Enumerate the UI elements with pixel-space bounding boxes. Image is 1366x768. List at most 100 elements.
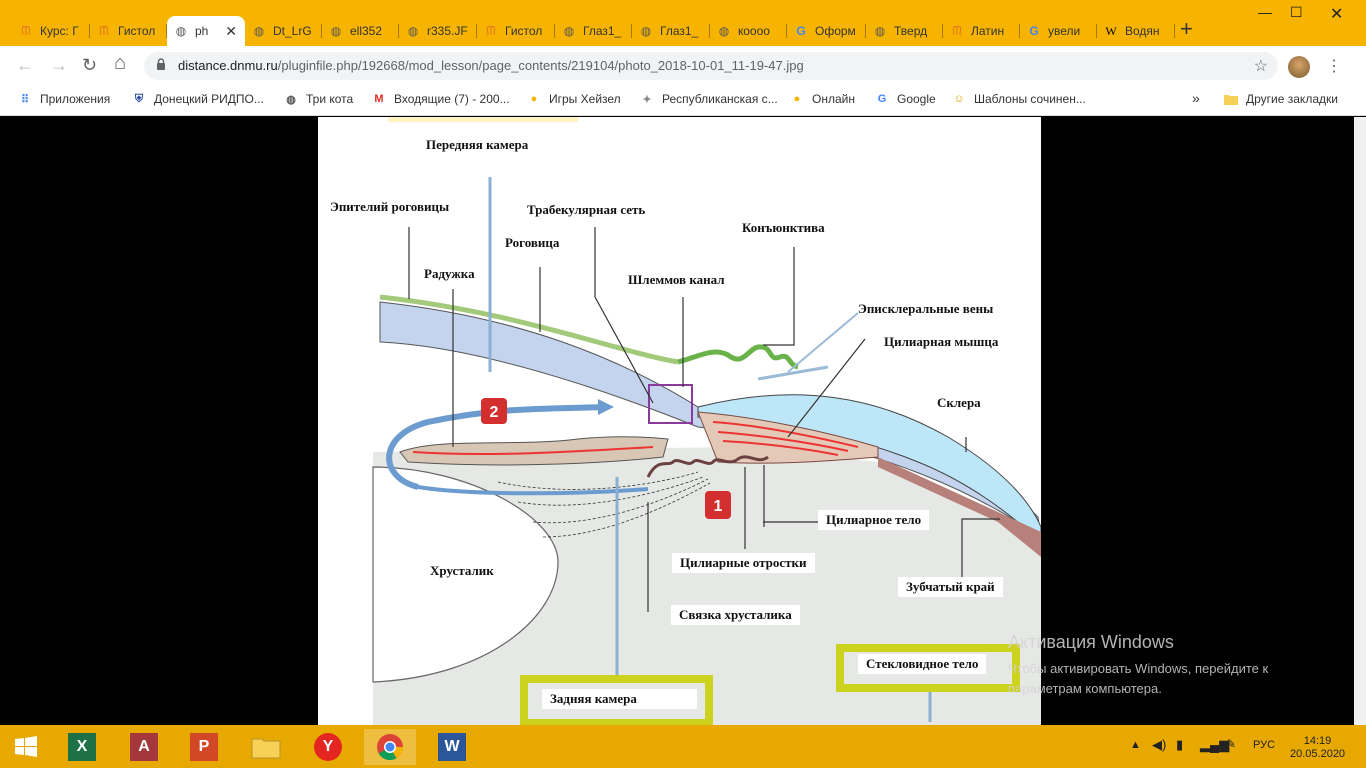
bookmark-item[interactable]: ●Онлайн [790,92,855,106]
clock[interactable]: 14:19 20.05.2020 [1290,735,1346,760]
globe-icon: ◍ [330,24,342,38]
bookmark-item[interactable]: ☺Шаблоны сочинен... [952,92,1085,106]
globe-icon: ◍ [407,24,419,38]
access-icon[interactable]: A [118,729,170,765]
language-indicator[interactable]: РУС [1253,739,1276,751]
moodle-icon: ᙏ [21,23,31,38]
tab-3[interactable]: ◍Dt_LrG [245,16,322,46]
wikipedia-icon: W [1105,23,1117,38]
close-tab-icon[interactable]: ✕ [225,22,237,39]
minimize-icon[interactable]: — [1258,4,1272,20]
volume-icon[interactable]: ◀) [1152,737,1167,752]
lens-shape [372,466,559,683]
tab-separator [554,24,555,38]
tab-separator [786,24,787,38]
other-bookmarks[interactable]: Другие закладки [1224,92,1338,106]
address-bar[interactable]: distance.dnmu.ru/pluginfile.php/192668/m… [144,52,1278,80]
yandex-icon[interactable]: Y [302,729,354,765]
bookmark-item[interactable]: ⠿Приложения [18,92,110,106]
bookmark-star-icon[interactable]: ☆ [1253,58,1268,75]
reload-icon[interactable]: ↻ [82,55,98,75]
excel-icon[interactable]: X [56,729,108,765]
new-tab-button[interactable]: + [1180,16,1193,41]
google-icon: G [877,93,887,105]
menu-icon[interactable]: ⋮ [1326,58,1342,75]
home-icon[interactable]: ⌂ [114,52,127,74]
tab-separator [166,24,167,38]
circle-logo-icon: ● [530,93,538,105]
battery-icon[interactable]: ▮ [1176,737,1184,752]
maximize-icon[interactable]: ☐ [1290,4,1303,20]
svg-text:1: 1 [714,498,723,515]
globe-icon: ◍ [718,24,730,38]
tab-2[interactable]: ◍ph✕ [167,16,245,46]
tab-label: увели [1048,24,1081,38]
emblem-icon: ✦ [642,93,652,106]
label-ora-serrata: Зубчатый край [898,577,1003,597]
moodle-icon: ᙏ [99,23,109,38]
tab-separator [89,24,90,38]
bookmark-label: Google [897,92,936,106]
close-window-icon[interactable]: ✕ [1330,6,1344,23]
bookmark-item[interactable]: ⛨Донецкий РИДПО... [132,92,264,106]
bookmark-label: Донецкий РИДПО... [154,92,264,106]
tab-11[interactable]: ◍Тверд [866,16,943,46]
tab-9[interactable]: ◍кoooo [710,16,787,46]
tab-label: Водян [1125,24,1160,38]
bookmark-item[interactable]: ●Игры Хейзел [527,92,621,106]
label-episcleral-veins: Эписклеральные вены [858,301,994,316]
taskbar: X A P Y W ▲ ◀) ▮ ▂▄▆ ✎ РУС [0,725,1366,768]
forward-icon[interactable]: → [50,55,68,75]
bookmark-label: Три кота [306,92,354,106]
label-posterior-chamber: Задняя камера [542,689,697,709]
tab-separator [942,24,943,38]
tab-8[interactable]: ◍Глаз1_ [632,16,710,46]
label-zonule: Связка хрусталика [671,605,800,625]
bookmarks-overflow-icon[interactable]: » [1192,90,1200,106]
bookmark-item[interactable]: G Google [875,92,936,106]
globe-icon: ◍ [175,24,187,38]
powerpoint-icon[interactable]: P [178,729,230,765]
apps-icon: ⠿ [20,93,30,106]
profile-avatar[interactable] [1288,56,1310,78]
network-icon[interactable]: ▂▄▆ [1200,737,1230,752]
tab-5[interactable]: ◍r335.JF [399,16,477,46]
chrome-icon[interactable] [364,729,416,765]
label-vitreous: Стекловидное тело [858,654,987,674]
label-sclera: Склера [937,395,981,410]
globe-icon: ◍ [874,24,886,38]
label-corneal-epithelium: Эпителий роговицы [330,199,450,214]
moodle-icon: ᙏ [486,23,496,38]
marker-1 [705,491,731,519]
tab-separator [865,24,866,38]
tab-label: Dt_LrG [273,24,312,38]
url-text: distance.dnmu.ru/pluginfile.php/192668/m… [178,58,804,73]
tray-chevron-icon[interactable]: ▲ [1130,739,1141,751]
tab-14[interactable]: W Водян [1097,16,1175,46]
explorer-icon[interactable] [240,729,292,765]
scrollbar[interactable] [1354,117,1366,725]
smiley-icon: ☺ [953,93,965,105]
label-iris: Радужка [424,266,475,281]
word-icon[interactable]: W [426,729,478,765]
pen-icon[interactable]: ✎ [1226,737,1237,751]
bookmark-item[interactable]: ✦Республиканская с... [640,92,777,106]
tab-7[interactable]: ◍Глаз1_ [555,16,632,46]
tab-4[interactable]: ◍ell352 [322,16,399,46]
bookmark-item[interactable]: ◍ Три кота [284,92,353,106]
label-anterior-chamber: Передняя камера [426,137,529,152]
marker-2 [481,398,507,424]
tab-separator [398,24,399,38]
tab-label: Глаз1_ [660,24,699,38]
tab-separator [476,24,477,38]
start-icon[interactable] [0,729,52,765]
globe-icon: ◍ [286,93,296,106]
back-icon[interactable]: ← [16,55,34,75]
